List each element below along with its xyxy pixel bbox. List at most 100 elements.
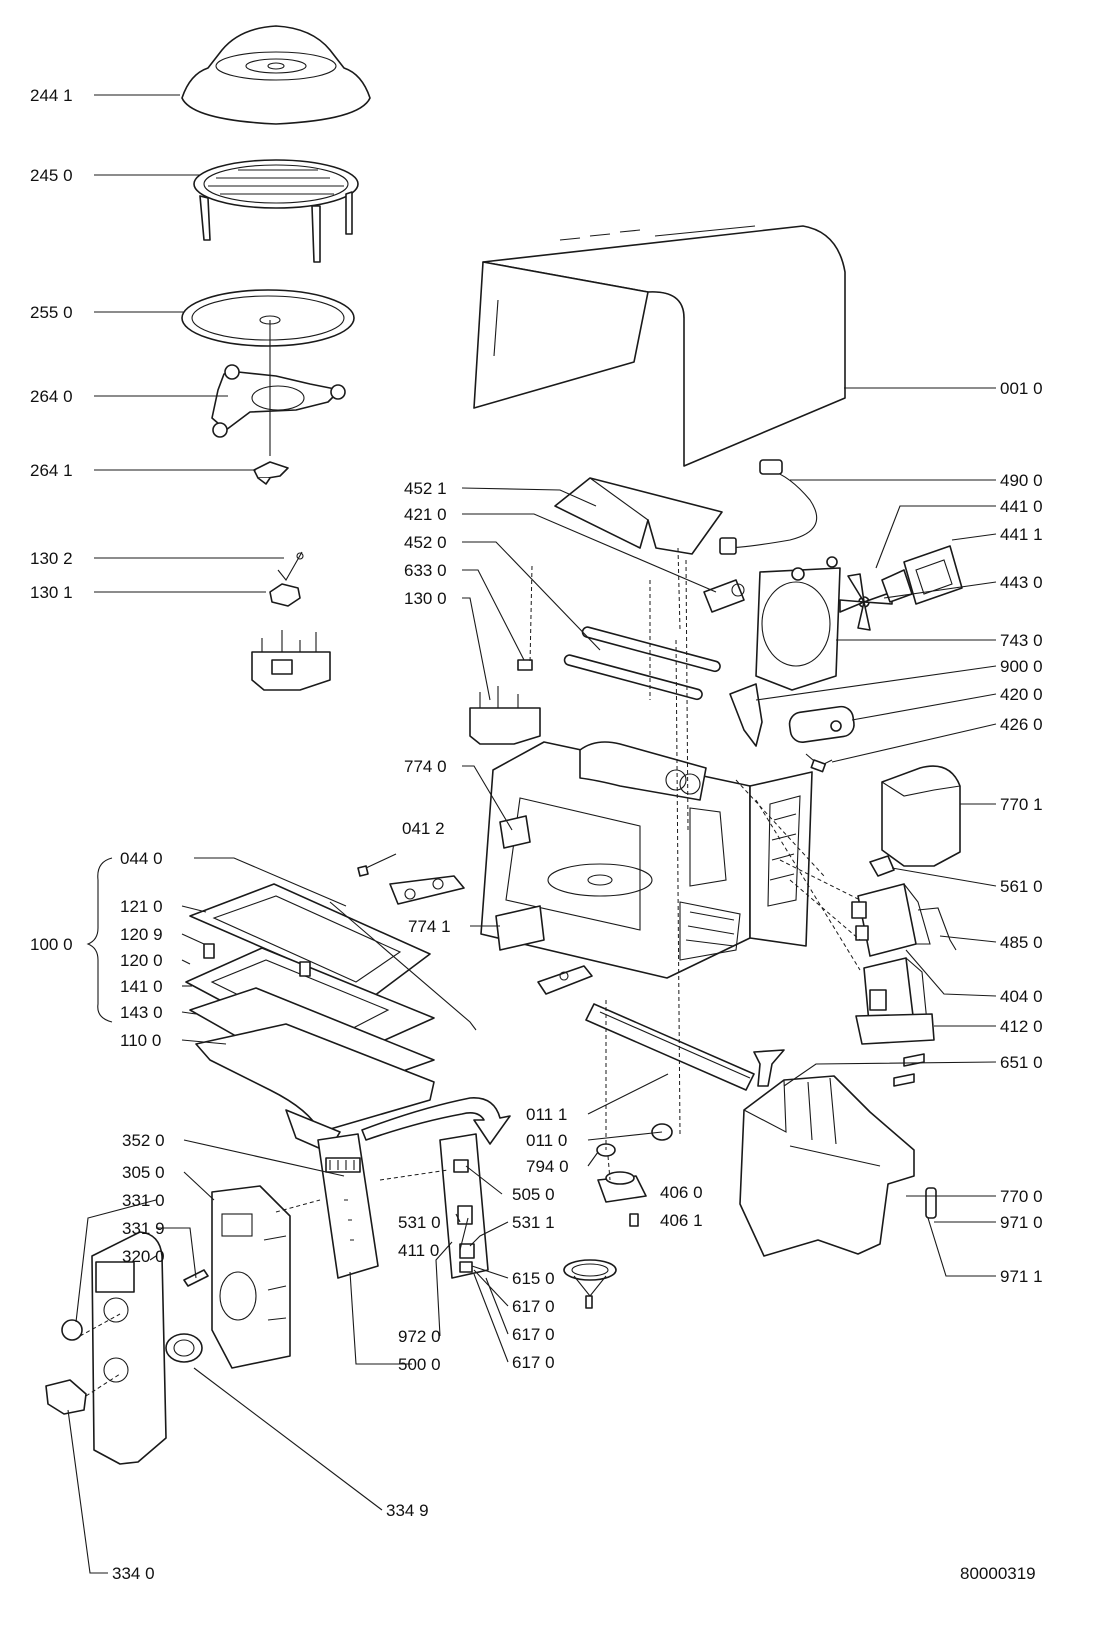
air-guide-part [729, 683, 763, 747]
label-6150: 615 0 [512, 1269, 555, 1288]
panel-bracket-part [211, 1185, 291, 1369]
label-3349: 334 9 [386, 1501, 429, 1520]
door-hinge-upper-part [499, 815, 531, 849]
outer-case-part [473, 225, 846, 467]
air-duct-grille-part [903, 545, 963, 605]
turntable-motor-part [597, 1171, 647, 1203]
fan-motor-part [703, 579, 745, 613]
label-4410: 441 0 [1000, 497, 1043, 516]
label-1410: 141 0 [120, 977, 163, 996]
label-6510: 651 0 [1000, 1053, 1043, 1072]
label-9720: 972 0 [398, 1327, 441, 1346]
label-5311: 531 1 [512, 1213, 555, 1232]
label-5000: 500 0 [398, 1355, 441, 1374]
label-4520: 452 0 [404, 533, 447, 552]
label-1430: 143 0 [120, 1003, 163, 1022]
label-7740: 774 0 [404, 757, 447, 776]
magnetron-part [851, 883, 957, 957]
transformer-part [855, 957, 935, 1045]
label-6170c: 617 0 [512, 1353, 555, 1372]
label-4061: 406 1 [660, 1211, 703, 1230]
label-6170a: 617 0 [512, 1297, 555, 1316]
latch-lever-part [269, 583, 301, 607]
label-2640: 264 0 [30, 387, 73, 406]
diode-part [805, 753, 833, 773]
turntable-plate-part [181, 289, 355, 347]
roller-ring-part [211, 364, 346, 438]
label-4110: 411 0 [398, 1241, 439, 1260]
label-1302: 130 2 [30, 549, 73, 568]
label-1210: 121 0 [120, 897, 163, 916]
control-board-505-part [439, 1133, 489, 1279]
label-0111: 011 1 [526, 1105, 567, 1124]
door-lever-part [203, 943, 311, 977]
label-4850: 485 0 [1000, 933, 1043, 952]
label-4210: 421 0 [404, 505, 447, 524]
label-6170b: 617 0 [512, 1325, 555, 1344]
label-4120: 412 0 [1000, 1017, 1043, 1036]
label-4060: 406 0 [660, 1183, 703, 1202]
label-3340: 334 0 [112, 1564, 155, 1583]
switch-block-main-part [469, 686, 541, 745]
cover-dome-part [181, 25, 371, 125]
magnetron-shield-part [881, 765, 961, 867]
label-1200: 120 0 [120, 951, 163, 970]
label-3520: 352 0 [122, 1131, 165, 1150]
label-7430: 743 0 [1000, 631, 1043, 650]
quartz-heater-tubes-part [563, 626, 721, 701]
label-9711: 971 1 [1000, 1267, 1043, 1286]
label-5050: 505 0 [512, 1185, 555, 1204]
label-0440: 044 0 [120, 849, 163, 868]
label-4200: 420 0 [1000, 685, 1043, 704]
oven-cavity-part [480, 741, 813, 979]
door-group-brace [86, 857, 113, 1023]
switch-block-left-part [251, 630, 331, 691]
door-hinge-lower-part [495, 905, 545, 951]
label-7940: 794 0 [526, 1157, 569, 1176]
drawing-number: 80000319 [960, 1564, 1036, 1583]
thermal-fuse-part [869, 855, 895, 877]
fuse-part [925, 1187, 937, 1219]
knob-large-part [45, 1379, 87, 1415]
label-1300: 130 0 [404, 589, 447, 608]
label-3319: 331 9 [122, 1219, 165, 1238]
label-3310: 331 0 [122, 1191, 165, 1210]
control-panel-front-part [91, 1231, 167, 1465]
label-4521: 452 1 [404, 479, 447, 498]
label-1100: 110 0 [120, 1031, 161, 1050]
capacitor-part [788, 705, 855, 743]
grill-rack-part [193, 159, 359, 263]
label-0010: 001 0 [1000, 379, 1043, 398]
base-rail-part [585, 1003, 755, 1091]
fan-blade-part [839, 573, 893, 631]
hinge-bracket-part [389, 875, 465, 905]
knob-small-part [61, 1319, 83, 1341]
label-2641: 264 1 [30, 461, 73, 480]
fan-mounting-bracket-part [755, 556, 841, 691]
label-2441: 244 1 [30, 86, 73, 105]
label-0110: 011 0 [526, 1131, 567, 1150]
label-3200: 320 0 [122, 1247, 165, 1266]
door-outer-panel-part [195, 1023, 435, 1153]
control-board-352-part [317, 1133, 379, 1279]
label-1301: 130 1 [30, 583, 73, 602]
label-3050: 305 0 [122, 1163, 165, 1182]
label-2550: 255 0 [30, 303, 73, 322]
coupler-part [253, 461, 289, 485]
label-1209: 120 9 [120, 925, 163, 944]
label-7700: 770 0 [1000, 1187, 1043, 1206]
label-5310: 531 0 [398, 1213, 441, 1232]
base-casing-part [739, 1075, 915, 1257]
top-cover-plate-part [554, 477, 723, 555]
hinge-bracket-lower-part [537, 965, 593, 995]
label-2450: 245 0 [30, 166, 73, 185]
screw-4061-part [629, 1213, 639, 1227]
label-0412: 041 2 [402, 819, 445, 838]
label-7701: 770 1 [1000, 795, 1043, 814]
knob-ring-part [165, 1333, 203, 1363]
lamp-part [753, 1049, 785, 1087]
label-9000: 900 0 [1000, 657, 1043, 676]
thermostat-part [517, 659, 533, 671]
power-cord-part [719, 459, 818, 555]
